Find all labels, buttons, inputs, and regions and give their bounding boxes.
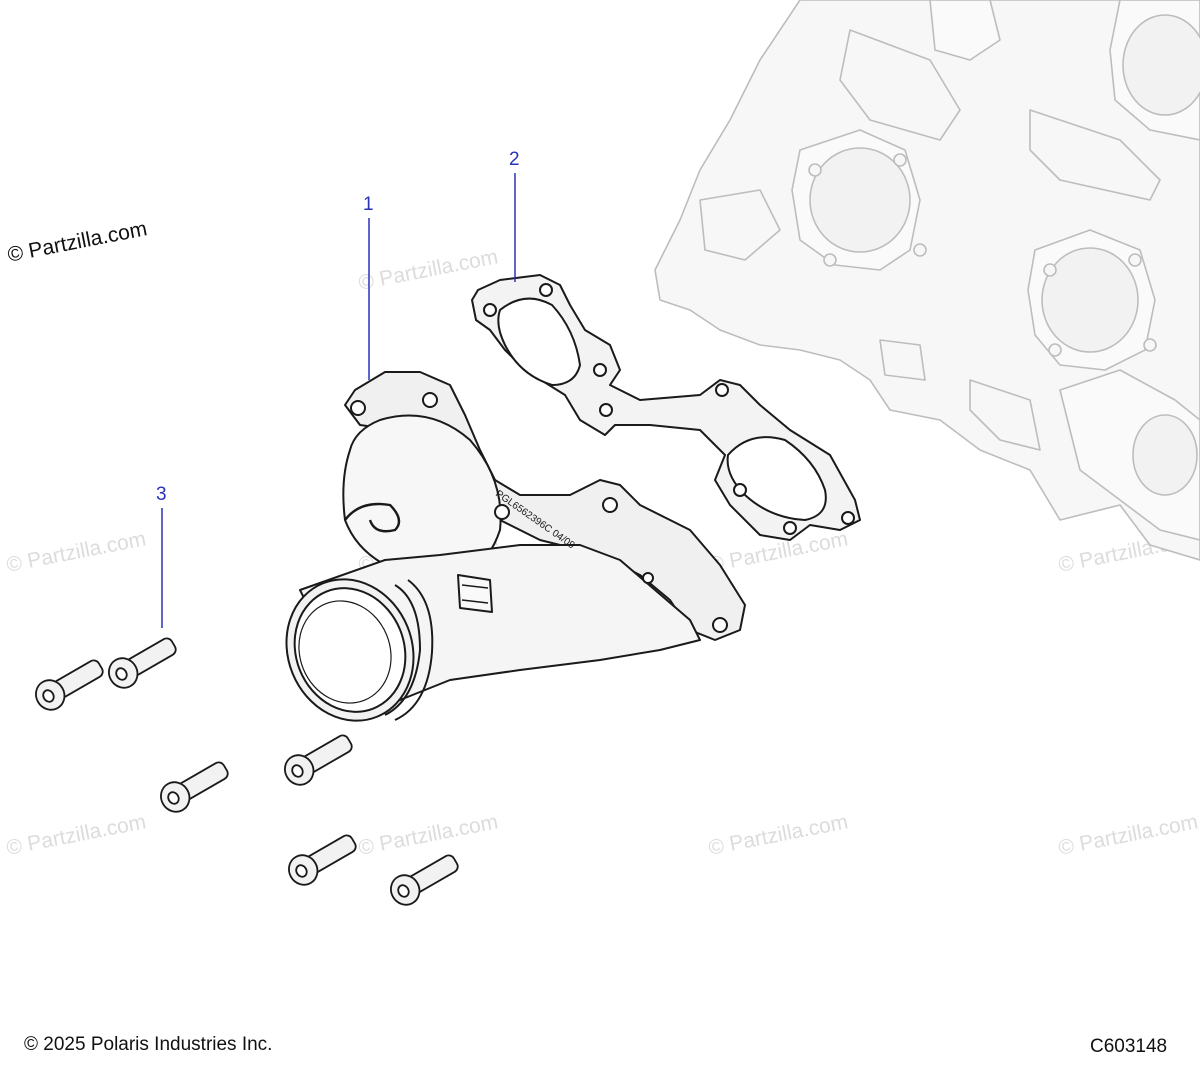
callout-number: 2 [509, 149, 520, 170]
bolt [35, 659, 104, 711]
watermark: © Partzilla.com [5, 810, 148, 860]
callout-2[interactable]: 2 [509, 149, 520, 282]
bolt [390, 854, 459, 906]
bolt [288, 834, 357, 886]
watermark: © Partzilla.com [707, 810, 850, 860]
engine-block-ghost [654, 0, 1200, 561]
footer-copyright: © 2025 Polaris Industries Inc. [24, 1034, 273, 1055]
gasket [471, 274, 861, 541]
callout-3[interactable]: 3 [156, 484, 167, 628]
callout-number: 3 [156, 484, 167, 505]
callout-group: 1 2 3 [156, 149, 520, 628]
bolt [284, 734, 353, 786]
bolt [160, 761, 229, 813]
diagram-code: C603148 [1090, 1036, 1168, 1057]
exhaust-manifold: PGL6562396C 04/09 [285, 371, 746, 722]
watermark: © Partzilla.com [357, 810, 500, 860]
bolt [108, 637, 177, 689]
watermark: © Partzilla.com [357, 245, 500, 295]
bolt-group [35, 637, 459, 906]
watermark: © Partzilla.com [5, 527, 148, 577]
callout-1[interactable]: 1 [363, 194, 374, 380]
callout-number: 1 [363, 194, 374, 215]
watermark: © Partzilla.com [1057, 810, 1200, 860]
